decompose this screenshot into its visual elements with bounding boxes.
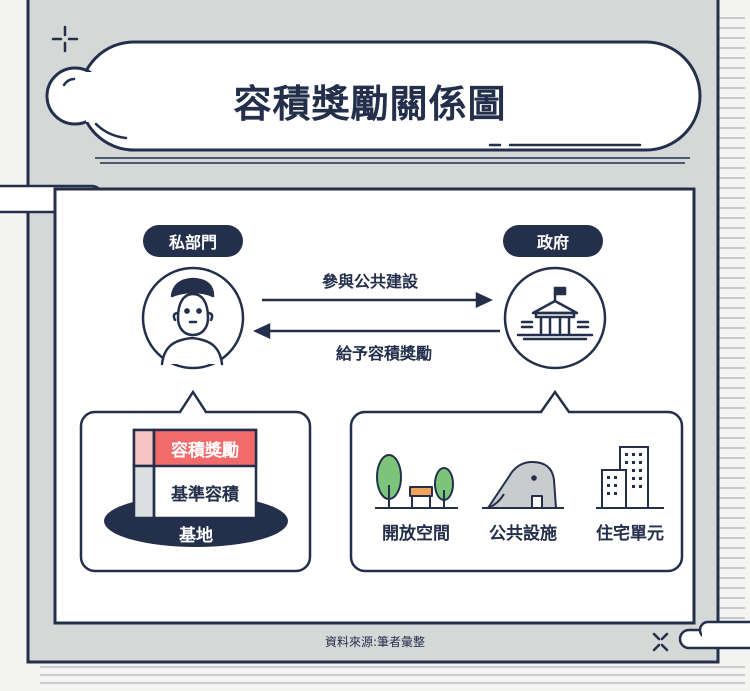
base-floor-area-label: 基準容積 — [171, 484, 239, 505]
private-sector-pill — [143, 225, 243, 257]
source-note: 資料來源:筆者彙整 — [324, 634, 426, 649]
site-label: 基地 — [179, 525, 213, 546]
diagram-title: 容積獎勵關係圖 — [233, 81, 507, 126]
elephant-slide-icon — [482, 461, 564, 509]
cloud-decoration-right — [678, 620, 750, 650]
arrow-to-government — [262, 292, 493, 308]
government-pill — [503, 225, 603, 257]
person-icon — [141, 266, 245, 370]
facility-label-housing-units: 住宅單元 — [596, 523, 664, 544]
facility-label-open-space: 開放空間 — [382, 523, 450, 544]
arrow-to-private — [253, 323, 500, 339]
arrow-label-floor-area-bonus: 給予容積獎勵 — [335, 344, 432, 363]
park-icon — [375, 454, 458, 509]
buildings-icon — [596, 446, 664, 509]
private-sector-label: 私部門 — [168, 233, 217, 252]
floor-area-stack — [132, 428, 258, 520]
government-building-icon — [503, 266, 607, 370]
arrow-label-public-construction: 參與公共建設 — [321, 272, 418, 291]
facility-label-public-facilities: 公共設施 — [489, 523, 557, 544]
decorative-stripes — [40, 17, 745, 684]
government-label: 政府 — [536, 233, 569, 252]
bonus-floor-area-label: 容積獎勵 — [171, 440, 239, 461]
sparkle-icon-bottom — [652, 632, 669, 652]
title-banner — [45, 40, 702, 164]
sparkle-icon — [51, 25, 79, 53]
